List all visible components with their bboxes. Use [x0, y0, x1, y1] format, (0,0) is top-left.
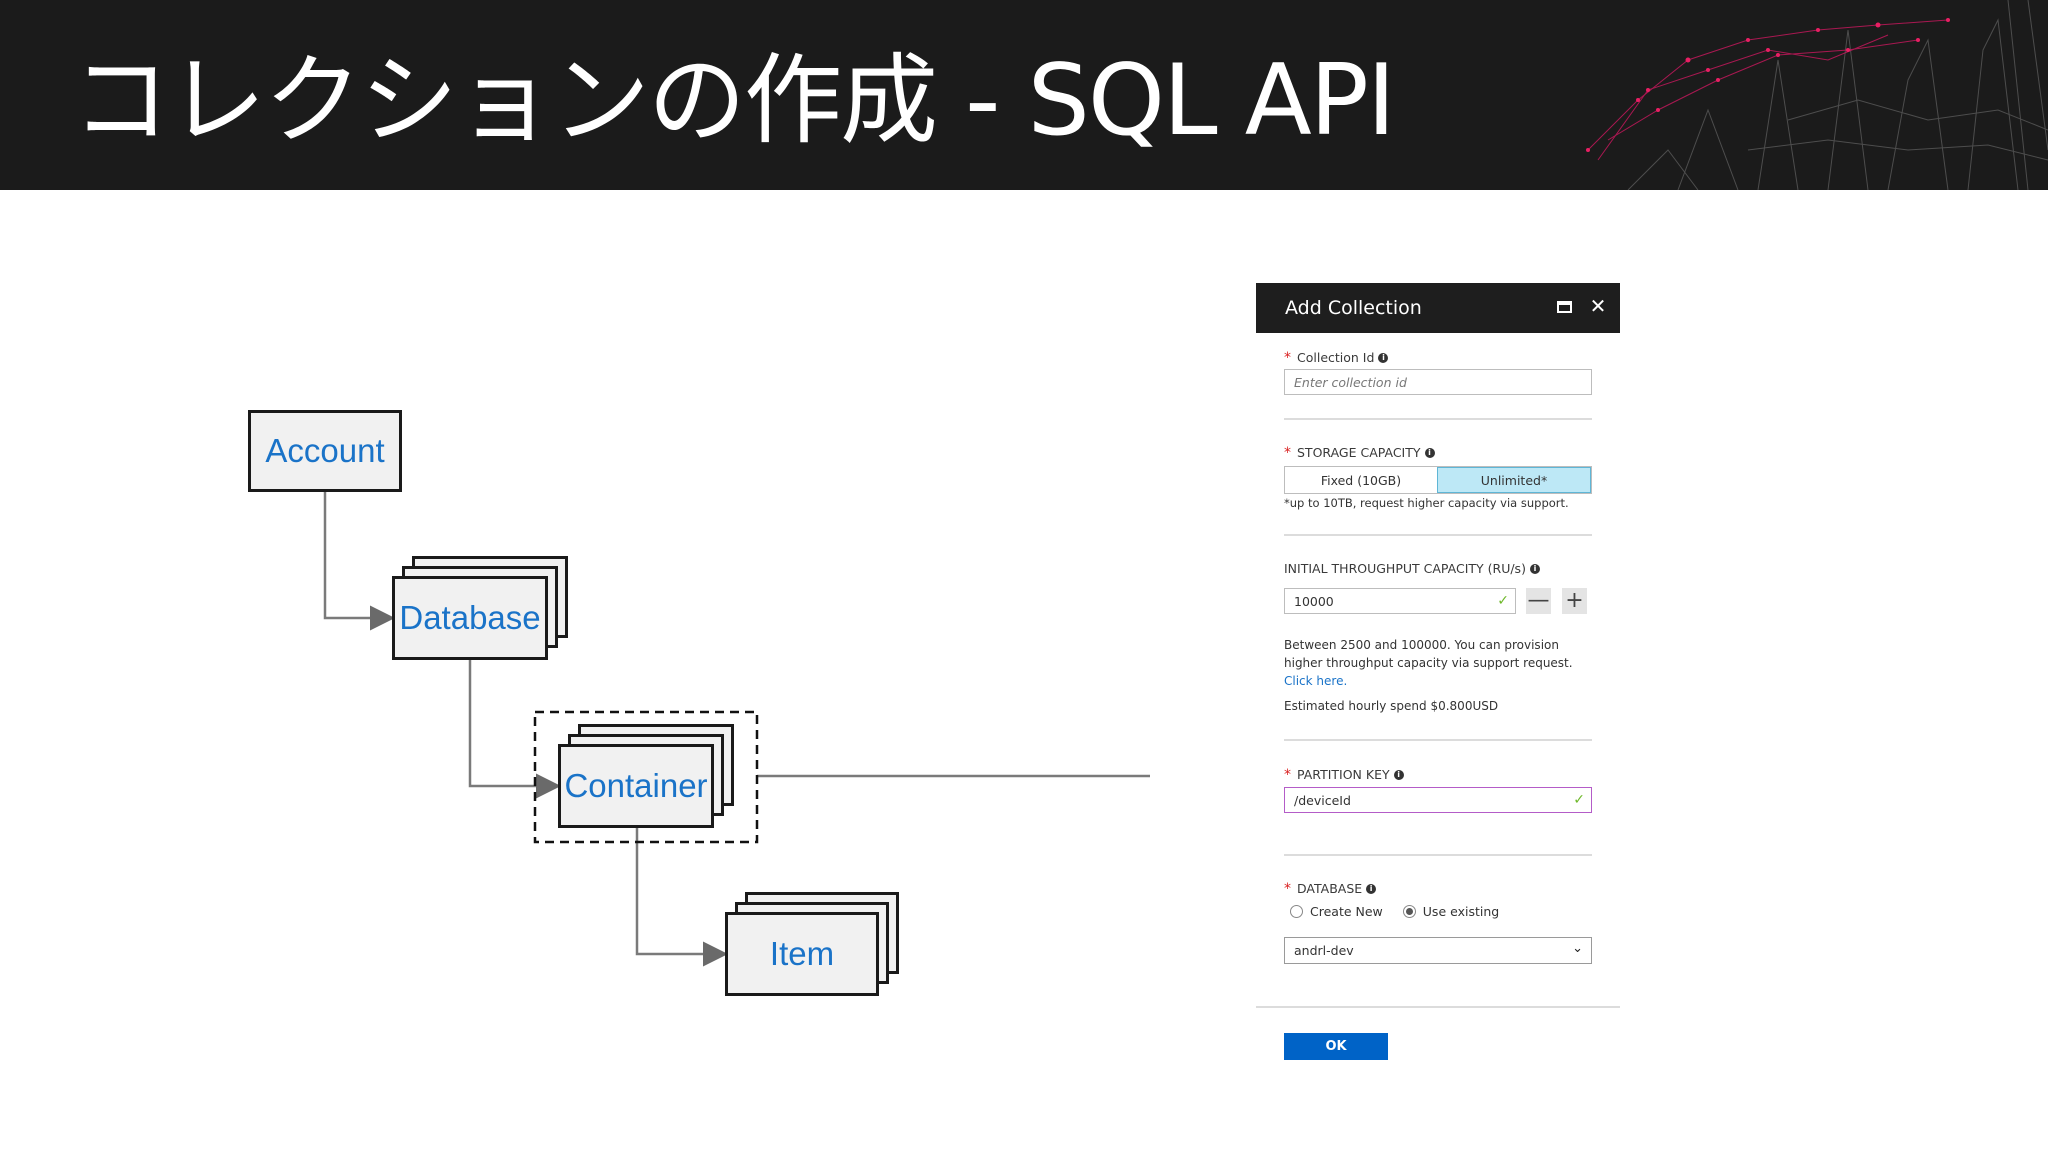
throughput-increase-button[interactable]: +	[1562, 588, 1587, 614]
database-node: Database	[392, 576, 548, 660]
storage-unlimited-option[interactable]: Unlimited*	[1437, 467, 1591, 493]
database-select[interactable]: andrl-dev ⌄	[1284, 937, 1592, 964]
close-icon: ✕	[1589, 294, 1607, 318]
required-marker: *	[1284, 445, 1291, 461]
separator	[1284, 418, 1592, 420]
support-request-link[interactable]: Click here.	[1284, 674, 1348, 688]
item-node: Item	[725, 912, 879, 996]
close-button[interactable]: ✕	[1586, 294, 1610, 318]
storage-capacity-note: *up to 10TB, request higher capacity via…	[1284, 496, 1569, 510]
partition-key-input[interactable]: /deviceId ✓	[1284, 787, 1592, 813]
check-icon: ✓	[1497, 593, 1509, 609]
collection-id-input[interactable]: Enter collection id	[1284, 369, 1592, 395]
create-new-radio[interactable]	[1290, 905, 1303, 918]
required-marker: *	[1284, 350, 1291, 366]
storage-capacity-label: STORAGE CAPACITY	[1297, 444, 1421, 460]
check-icon: ✓	[1573, 792, 1585, 808]
required-marker: *	[1284, 767, 1291, 783]
throughput-value: 10000	[1294, 593, 1334, 609]
partition-key-label-row: * PARTITION KEY i	[1284, 768, 1404, 782]
required-marker: *	[1284, 881, 1291, 897]
resource-hierarchy-diagram: Account Database Container Item	[0, 190, 1150, 1152]
database-label-row: * DATABASE i	[1284, 880, 1377, 897]
partition-key-label: PARTITION KEY	[1297, 766, 1390, 782]
plus-icon: +	[1565, 588, 1584, 613]
account-node: Account	[248, 410, 402, 492]
panel-title: Add Collection	[1285, 297, 1422, 319]
collection-id-placeholder: Enter collection id	[1294, 374, 1407, 390]
throughput-input[interactable]: 10000 ✓	[1284, 588, 1516, 614]
throughput-label: INITIAL THROUGHPUT CAPACITY (RU/s)	[1284, 561, 1526, 576]
throughput-range-line-2: higher throughput capacity via support r…	[1284, 656, 1573, 670]
container-node: Container	[558, 744, 714, 828]
city-network-art	[1586, 0, 2048, 190]
item-label: Item	[769, 935, 835, 972]
info-icon[interactable]: i	[1424, 448, 1435, 458]
maximize-button[interactable]	[1552, 295, 1576, 319]
separator	[1284, 534, 1592, 536]
estimated-spend: Estimated hourly spend $0.800USD	[1284, 699, 1499, 713]
add-collection-panel: Add Collection ✕ * Collection Id i Enter…	[1256, 283, 1620, 1103]
slide-title: コレクションの作成 - SQL API	[72, 44, 1396, 158]
info-icon[interactable]: i	[1529, 564, 1540, 575]
container-label: Container	[564, 767, 708, 804]
partition-key-value: /deviceId	[1294, 792, 1351, 808]
throughput-range-line-1: Between 2500 and 100000. You can provisi…	[1284, 638, 1559, 652]
account-label: Account	[265, 432, 385, 469]
diagram-connectors	[323, 492, 1150, 967]
info-icon[interactable]: i	[1393, 770, 1404, 780]
storage-fixed-option[interactable]: Fixed (10GB)	[1285, 467, 1437, 493]
use-existing-label[interactable]: Use existing	[1422, 904, 1500, 919]
footer-separator	[1256, 1006, 1620, 1008]
panel-titlebar: Add Collection ✕	[1256, 283, 1620, 333]
separator	[1284, 739, 1592, 741]
ok-button[interactable]: OK	[1284, 1033, 1388, 1060]
info-icon[interactable]: i	[1378, 353, 1389, 363]
database-field-label: DATABASE	[1297, 880, 1363, 896]
use-existing-radio[interactable]	[1402, 905, 1416, 918]
database-radio-group: Create New Use existing	[1290, 904, 1499, 919]
database-label: Database	[399, 599, 541, 636]
throughput-label-row: INITIAL THROUGHPUT CAPACITY (RU/s) i	[1284, 561, 1540, 576]
maximize-icon	[1556, 301, 1572, 313]
create-new-label[interactable]: Create New	[1310, 904, 1383, 919]
storage-capacity-toggle: Fixed (10GB) Unlimited*	[1284, 466, 1592, 494]
collection-id-label: Collection Id	[1297, 349, 1375, 365]
collection-id-label-row: * Collection Id i	[1284, 349, 1389, 366]
throughput-decrease-button[interactable]: —	[1526, 588, 1551, 614]
separator	[1284, 854, 1592, 856]
chevron-down-icon: ⌄	[1572, 941, 1583, 956]
database-select-value: andrl-dev	[1294, 943, 1354, 958]
info-icon[interactable]: i	[1366, 884, 1377, 894]
minus-icon: —	[1527, 588, 1550, 613]
storage-capacity-label-row: * STORAGE CAPACITY i	[1284, 446, 1435, 460]
slide-header: コレクションの作成 - SQL API	[0, 0, 2048, 190]
